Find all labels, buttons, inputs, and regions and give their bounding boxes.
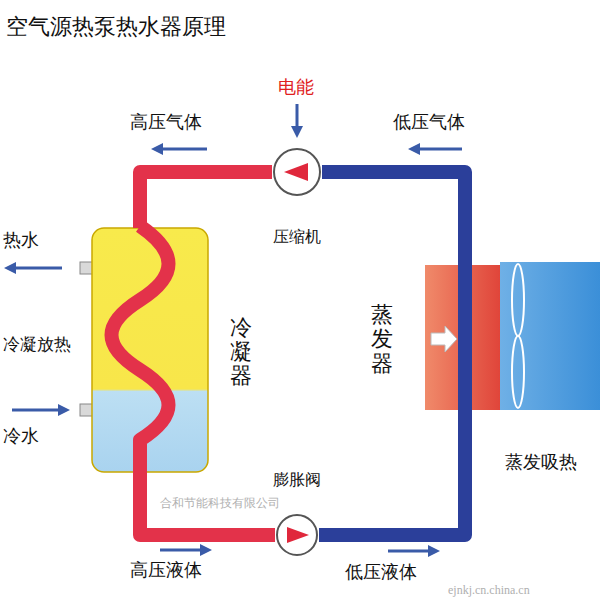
component-name: 冷凝器 xyxy=(230,316,252,389)
fan-blade xyxy=(512,264,524,336)
watermark: 合和节能科技有限公司 xyxy=(160,496,280,510)
evaporator: 蒸发器 xyxy=(425,265,500,410)
flow-label: 高压气体 xyxy=(130,112,202,134)
watermark: ejnkj.cn.china.cn xyxy=(448,583,530,597)
flow-arrow xyxy=(388,550,434,553)
direction-triangle xyxy=(287,527,309,543)
flow-arrow xyxy=(157,148,207,151)
direction-triangle xyxy=(284,163,308,181)
symbol-circle xyxy=(274,149,320,195)
condenser-coil xyxy=(112,226,169,474)
symbol-circle xyxy=(277,515,317,555)
air-flow-arrow xyxy=(431,326,457,352)
compressor: 压缩机 xyxy=(272,147,322,197)
flow-arrow xyxy=(414,148,462,151)
condenser: 冷凝器 xyxy=(92,228,208,472)
refrigerant-pipe xyxy=(319,410,465,535)
energy-label: 电能 xyxy=(278,77,314,99)
component-name: 蒸发器 xyxy=(371,303,393,376)
process-label: 蒸发吸热 xyxy=(505,452,577,474)
water-arrow xyxy=(12,409,64,412)
evaporator-pipe xyxy=(458,263,472,412)
fan-housing xyxy=(500,262,600,410)
flow-label: 低压液体 xyxy=(345,562,417,584)
process-label: 冷凝放热 xyxy=(3,335,71,355)
component-label: 膨胀阀 xyxy=(273,470,321,489)
water-arrow xyxy=(10,267,62,270)
power-arrow xyxy=(296,104,299,132)
fan-blade xyxy=(512,336,524,408)
compressor-symbol xyxy=(272,147,322,197)
water-label: 热水 xyxy=(3,230,39,252)
valve-symbol xyxy=(275,513,319,557)
water-label: 冷水 xyxy=(3,426,39,448)
flow-label: 低压气体 xyxy=(393,112,465,134)
flow-label: 高压液体 xyxy=(130,560,202,582)
expansion-valve: 膨胀阀 xyxy=(275,513,319,557)
refrigerant-pipe xyxy=(140,172,272,228)
component-label: 压缩机 xyxy=(273,227,321,246)
title: 空气源热泵热水器原理 xyxy=(6,14,226,40)
flow-arrow xyxy=(160,549,206,552)
refrigerant-pipe xyxy=(322,172,465,265)
